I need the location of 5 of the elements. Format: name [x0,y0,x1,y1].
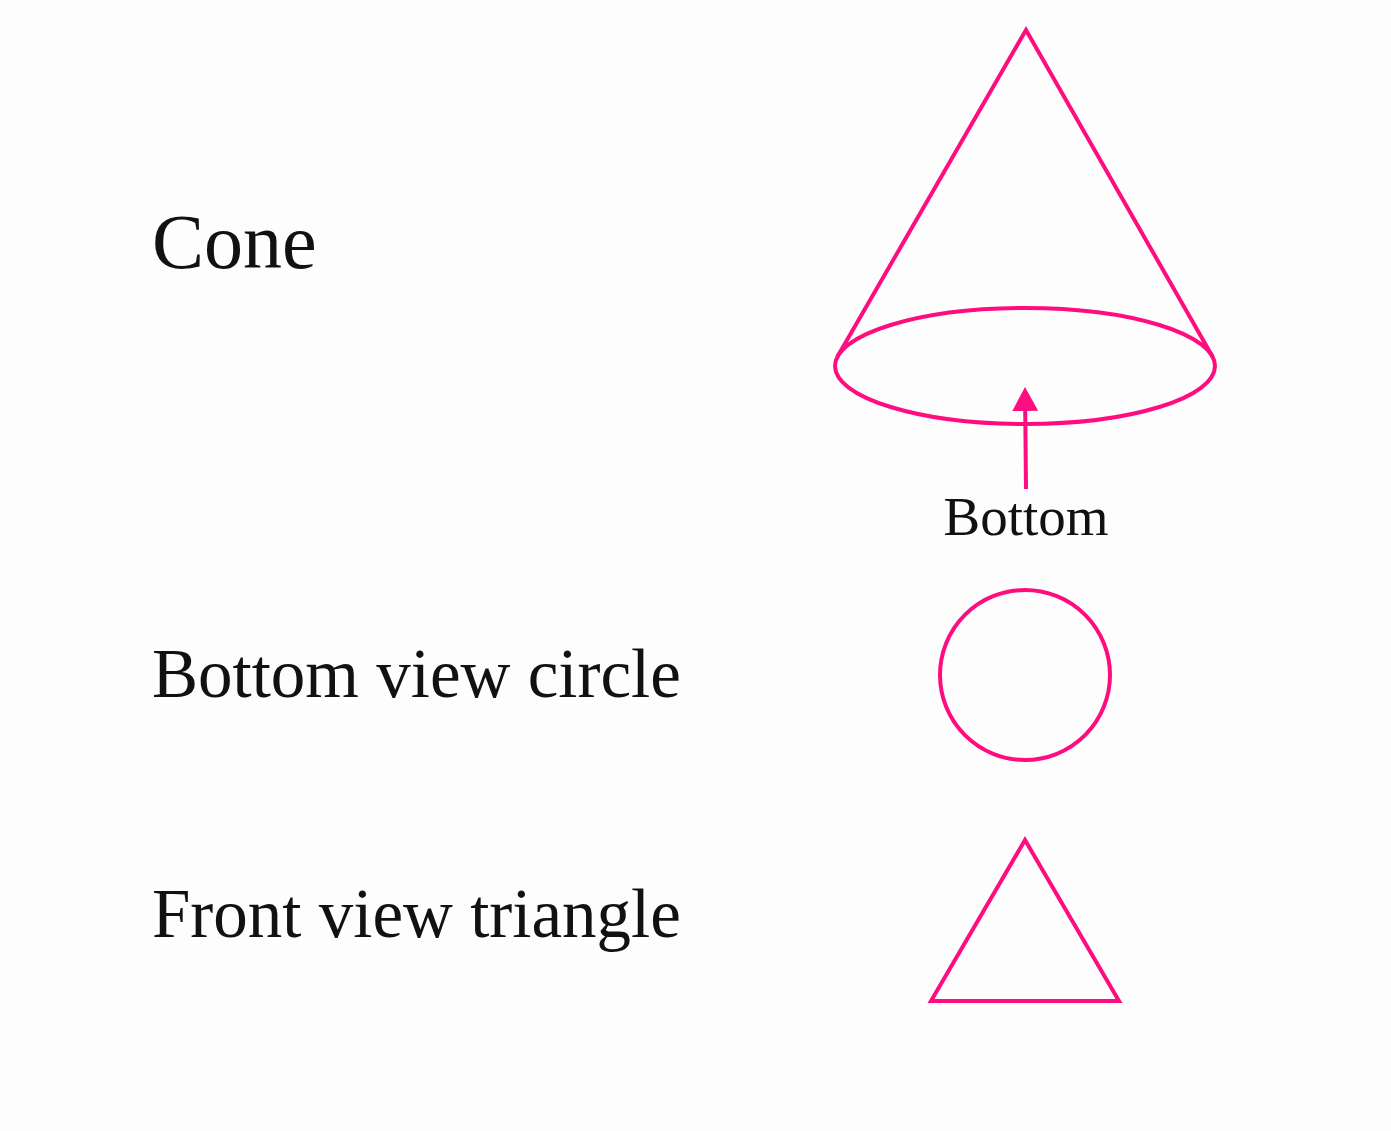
cone-label: Cone [152,203,317,281]
leader-arrow [1012,387,1039,490]
view-label: Bottom view circle [152,640,681,709]
callout-label: Bottom [943,489,1109,544]
cone-base-ellipse [833,306,1217,426]
